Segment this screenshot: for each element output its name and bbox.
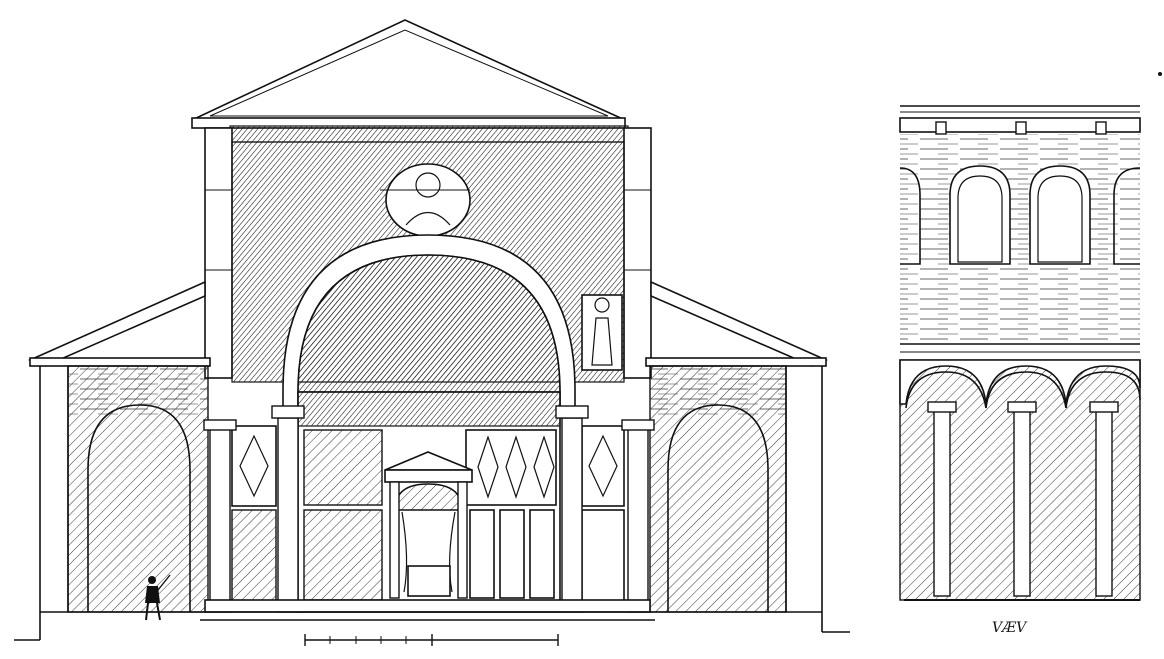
christ-medallion [385, 163, 471, 237]
nave-wall-elevation [899, 72, 1162, 601]
main-pediment [191, 19, 626, 121]
signature: VÆV [992, 620, 1028, 636]
left-upper-pilaster [204, 127, 233, 379]
right-aisle-roof [650, 280, 828, 367]
right-upper-pilaster [623, 127, 652, 379]
apse-panels [303, 429, 557, 601]
scale-bar [304, 634, 559, 646]
arcade [899, 359, 1141, 601]
left-aisle-arch [87, 404, 191, 612]
basilica-section [14, 19, 850, 646]
clerestory-windows [899, 165, 1141, 265]
right-aisle-arch [667, 404, 769, 612]
human-figure [145, 574, 171, 621]
altar [407, 565, 451, 597]
nave-columns [203, 405, 655, 613]
ciborium [384, 451, 473, 599]
left-aisle-roof [27, 280, 206, 367]
